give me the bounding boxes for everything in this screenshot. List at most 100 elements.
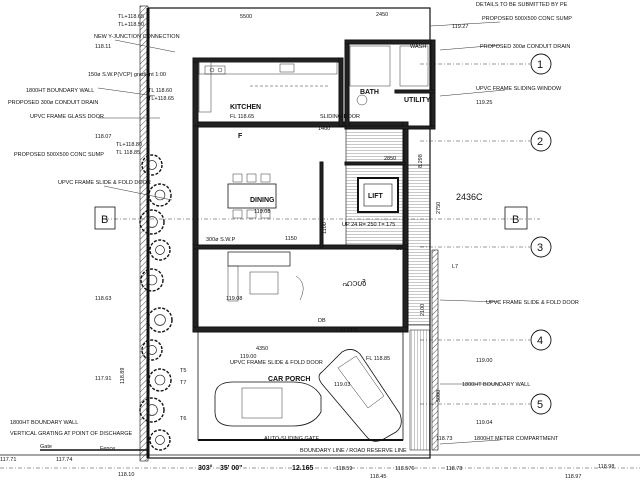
grid-bubble-1: 1 [530,53,552,75]
level-label: TL+118.65 [118,14,144,20]
grid-bubble-2: 2 [530,130,552,152]
note-fence: Fence [100,446,115,452]
note-boundary-line: BOUNDARY LINE / ROAD RESERVE LINE [300,448,407,454]
level-label: 118.98 [598,464,614,470]
note-t6: T6 [180,416,186,422]
dimension: 1150 [285,236,297,242]
note-fridge: F [238,133,243,140]
dimension: 2100 [420,304,426,316]
trees-left [139,154,173,451]
level-label: 117.71 [0,457,16,463]
level-label: 118.576 [395,466,414,472]
dining-table [227,173,277,219]
bath-fixtures [349,45,429,106]
tree-center [146,274,158,286]
grid-bubble-3: 3 [530,236,552,258]
note-sump-left: PROPOSED 500X500 CONC SUMP [14,152,104,158]
dimension: 5000 [436,390,442,402]
level-label: 119.00 [240,354,256,360]
note-upvc-window: UPVC FRAME SLIDING WINDOW [476,86,562,92]
level-label: FL 118.65 [230,114,254,120]
svg-text:1: 1 [537,59,543,71]
note-stair-up: UP 24 R= 250 T= 175 [342,222,395,228]
level-label: 117.74 [56,457,72,463]
tree-symbol [148,368,172,392]
dimension: 1600 [396,246,408,252]
note-boundary-wall: 1800HT BOUNDARY WALL [26,88,94,94]
tree-center [146,216,158,228]
note-vertical-grating: VERTICAL GRATING AT POINT OF DISCHARGE [10,431,132,437]
level-label: 118.11 [95,44,111,50]
room-dining: DINING [250,197,275,204]
note-t5: T5 [180,368,186,374]
tree-symbol [139,209,165,235]
car-right [318,349,402,442]
dimension: 303° [198,464,213,472]
level-label: TL 118.85 [116,150,140,156]
room-utility: UTILITY [404,97,431,104]
level-label: TL+118.65 [148,96,174,102]
dimension: 2850 [384,156,396,162]
level-label: TL+118.80 [116,142,142,148]
tree-symbol [149,239,171,261]
tree-symbol [140,268,164,292]
note-t7: T7 [180,380,186,386]
note-2436c: 2436C [456,192,483,202]
dimension: 2450 [376,12,388,18]
svg-text:B: B [512,214,519,226]
svg-text:2: 2 [537,136,543,148]
room-bath: BATH [360,89,379,96]
dimension: 12.165 [292,465,314,472]
level-label: 118.10 [118,472,134,478]
dimension: 2750 [436,202,442,214]
level-label: 118.97 [565,474,581,480]
note-boundary-wall-b: 1800HT BOUNDARY WALL [10,420,78,426]
svg-text:5: 5 [537,399,543,411]
level-label: TL 118.60 [148,88,172,94]
dimension: 8.298 [418,154,424,168]
note-gate: Gate [40,444,52,450]
level-label: 118.63 [95,296,111,302]
grid-bubble-4: 4 [530,329,552,351]
level-label: 119.27 [452,24,468,30]
tree-center [147,345,157,355]
section-marker-b-left: B [94,206,116,230]
note-l7: L7 [452,264,458,270]
dimension: 1400 [318,126,330,132]
note-swp: 150ø S.W.P(VCP) gradient 1:00 [88,72,166,78]
tree-symbol [141,339,163,361]
tree-center [147,160,157,170]
tree-center [146,404,158,416]
room-wash: WASH [410,44,426,50]
note-upvc-slide: UPVC FRAME SLIDE & FOLD DOOR [58,180,151,186]
living-sofa [227,251,304,302]
level-label: 118.89 [120,368,126,384]
level-label: 119.04 [476,420,492,426]
tree-center [155,245,165,255]
note-auto-gate: AUTO-SLIDING GATE [264,436,319,442]
note-upvc-glass: UPVC FRAME GLASS DOOR [30,114,104,120]
level-label: 118.73 [436,436,452,442]
note-sliding-door: SLIDING DOOR [320,114,360,120]
level-label: 118.45 [370,474,386,480]
room-lift: LIFT [368,193,383,200]
level-label: 117.91 [95,376,111,382]
note-upvc-slide-porch: UPVC FRAME SLIDE & FOLD DOOR [230,360,323,366]
tree-center [154,374,166,386]
level-label: 118.59 [336,466,352,472]
note-conduit-right: PROPOSED 300ø CONDUIT DRAIN [480,44,570,50]
note-sump-right: PROPOSED 500X500 CONC SUMP [482,16,572,22]
note-conduit-drain: PROPOSED 300ø CONDUIT DRAIN [8,100,98,106]
svg-text:4: 4 [537,335,543,347]
note-upvc-slide-right: UPVC FRAME SLIDE & FOLD DOOR [486,300,579,306]
road-boundary [0,449,640,469]
level-label: 119.08 [226,296,242,302]
lift-box [357,177,399,213]
level-label: TL+118.50 [118,22,144,28]
grid-bubble-5: 5 [530,393,552,415]
leader-lines [97,21,506,445]
dimension: 5500 [240,14,252,20]
tree-symbol [149,429,171,451]
level-label: 118.73 [446,466,462,472]
